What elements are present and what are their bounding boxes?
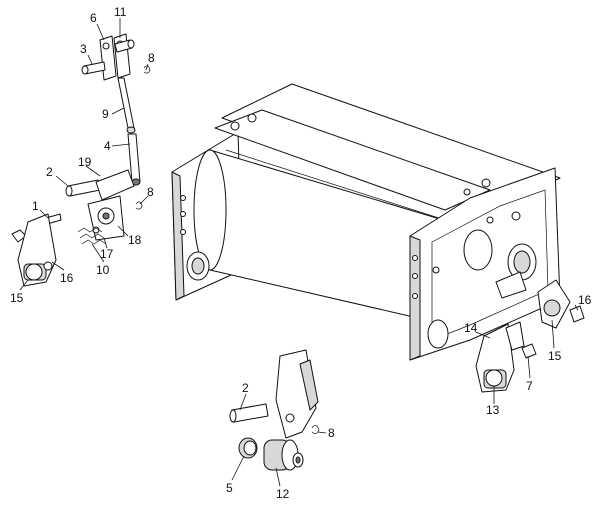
callout-14: 14 bbox=[464, 321, 478, 335]
callout-2-lower: 2 bbox=[242, 381, 249, 395]
callout-2-upper: 2 bbox=[46, 165, 53, 179]
callout-labels: 6 11 3 8 9 4 19 2 8 1 18 17 10 16 15 16 … bbox=[10, 5, 592, 501]
callout-3: 3 bbox=[80, 42, 87, 56]
callout-18: 18 bbox=[128, 233, 142, 247]
callout-5: 5 bbox=[226, 481, 233, 495]
lower-bracket-assembly bbox=[229, 349, 320, 471]
lever-assembly-right bbox=[475, 279, 585, 393]
callout-15-right: 15 bbox=[548, 349, 562, 363]
callout-12: 12 bbox=[276, 487, 290, 501]
callout-15-left: 15 bbox=[10, 291, 24, 305]
lever-assembly-left bbox=[17, 213, 57, 287]
callout-1: 1 bbox=[32, 199, 39, 213]
callout-11: 11 bbox=[114, 5, 127, 19]
callout-19: 19 bbox=[78, 155, 92, 169]
callout-6: 6 bbox=[90, 11, 97, 25]
callout-13: 13 bbox=[486, 403, 500, 417]
callout-4: 4 bbox=[104, 139, 111, 153]
callout-16-left: 16 bbox=[60, 271, 74, 285]
main-frame bbox=[171, 83, 561, 361]
callout-9: 9 bbox=[102, 107, 109, 121]
callout-8-middle: 8 bbox=[147, 185, 154, 199]
callout-7: 7 bbox=[526, 379, 533, 393]
leader-lines bbox=[19, 18, 579, 487]
callout-10: 10 bbox=[96, 263, 110, 277]
lever-assembly-upper bbox=[81, 33, 151, 186]
callout-16-right: 16 bbox=[578, 293, 592, 307]
callout-8-top: 8 bbox=[148, 51, 155, 65]
callout-17: 17 bbox=[100, 247, 114, 261]
callout-8-lower: 8 bbox=[328, 426, 335, 440]
